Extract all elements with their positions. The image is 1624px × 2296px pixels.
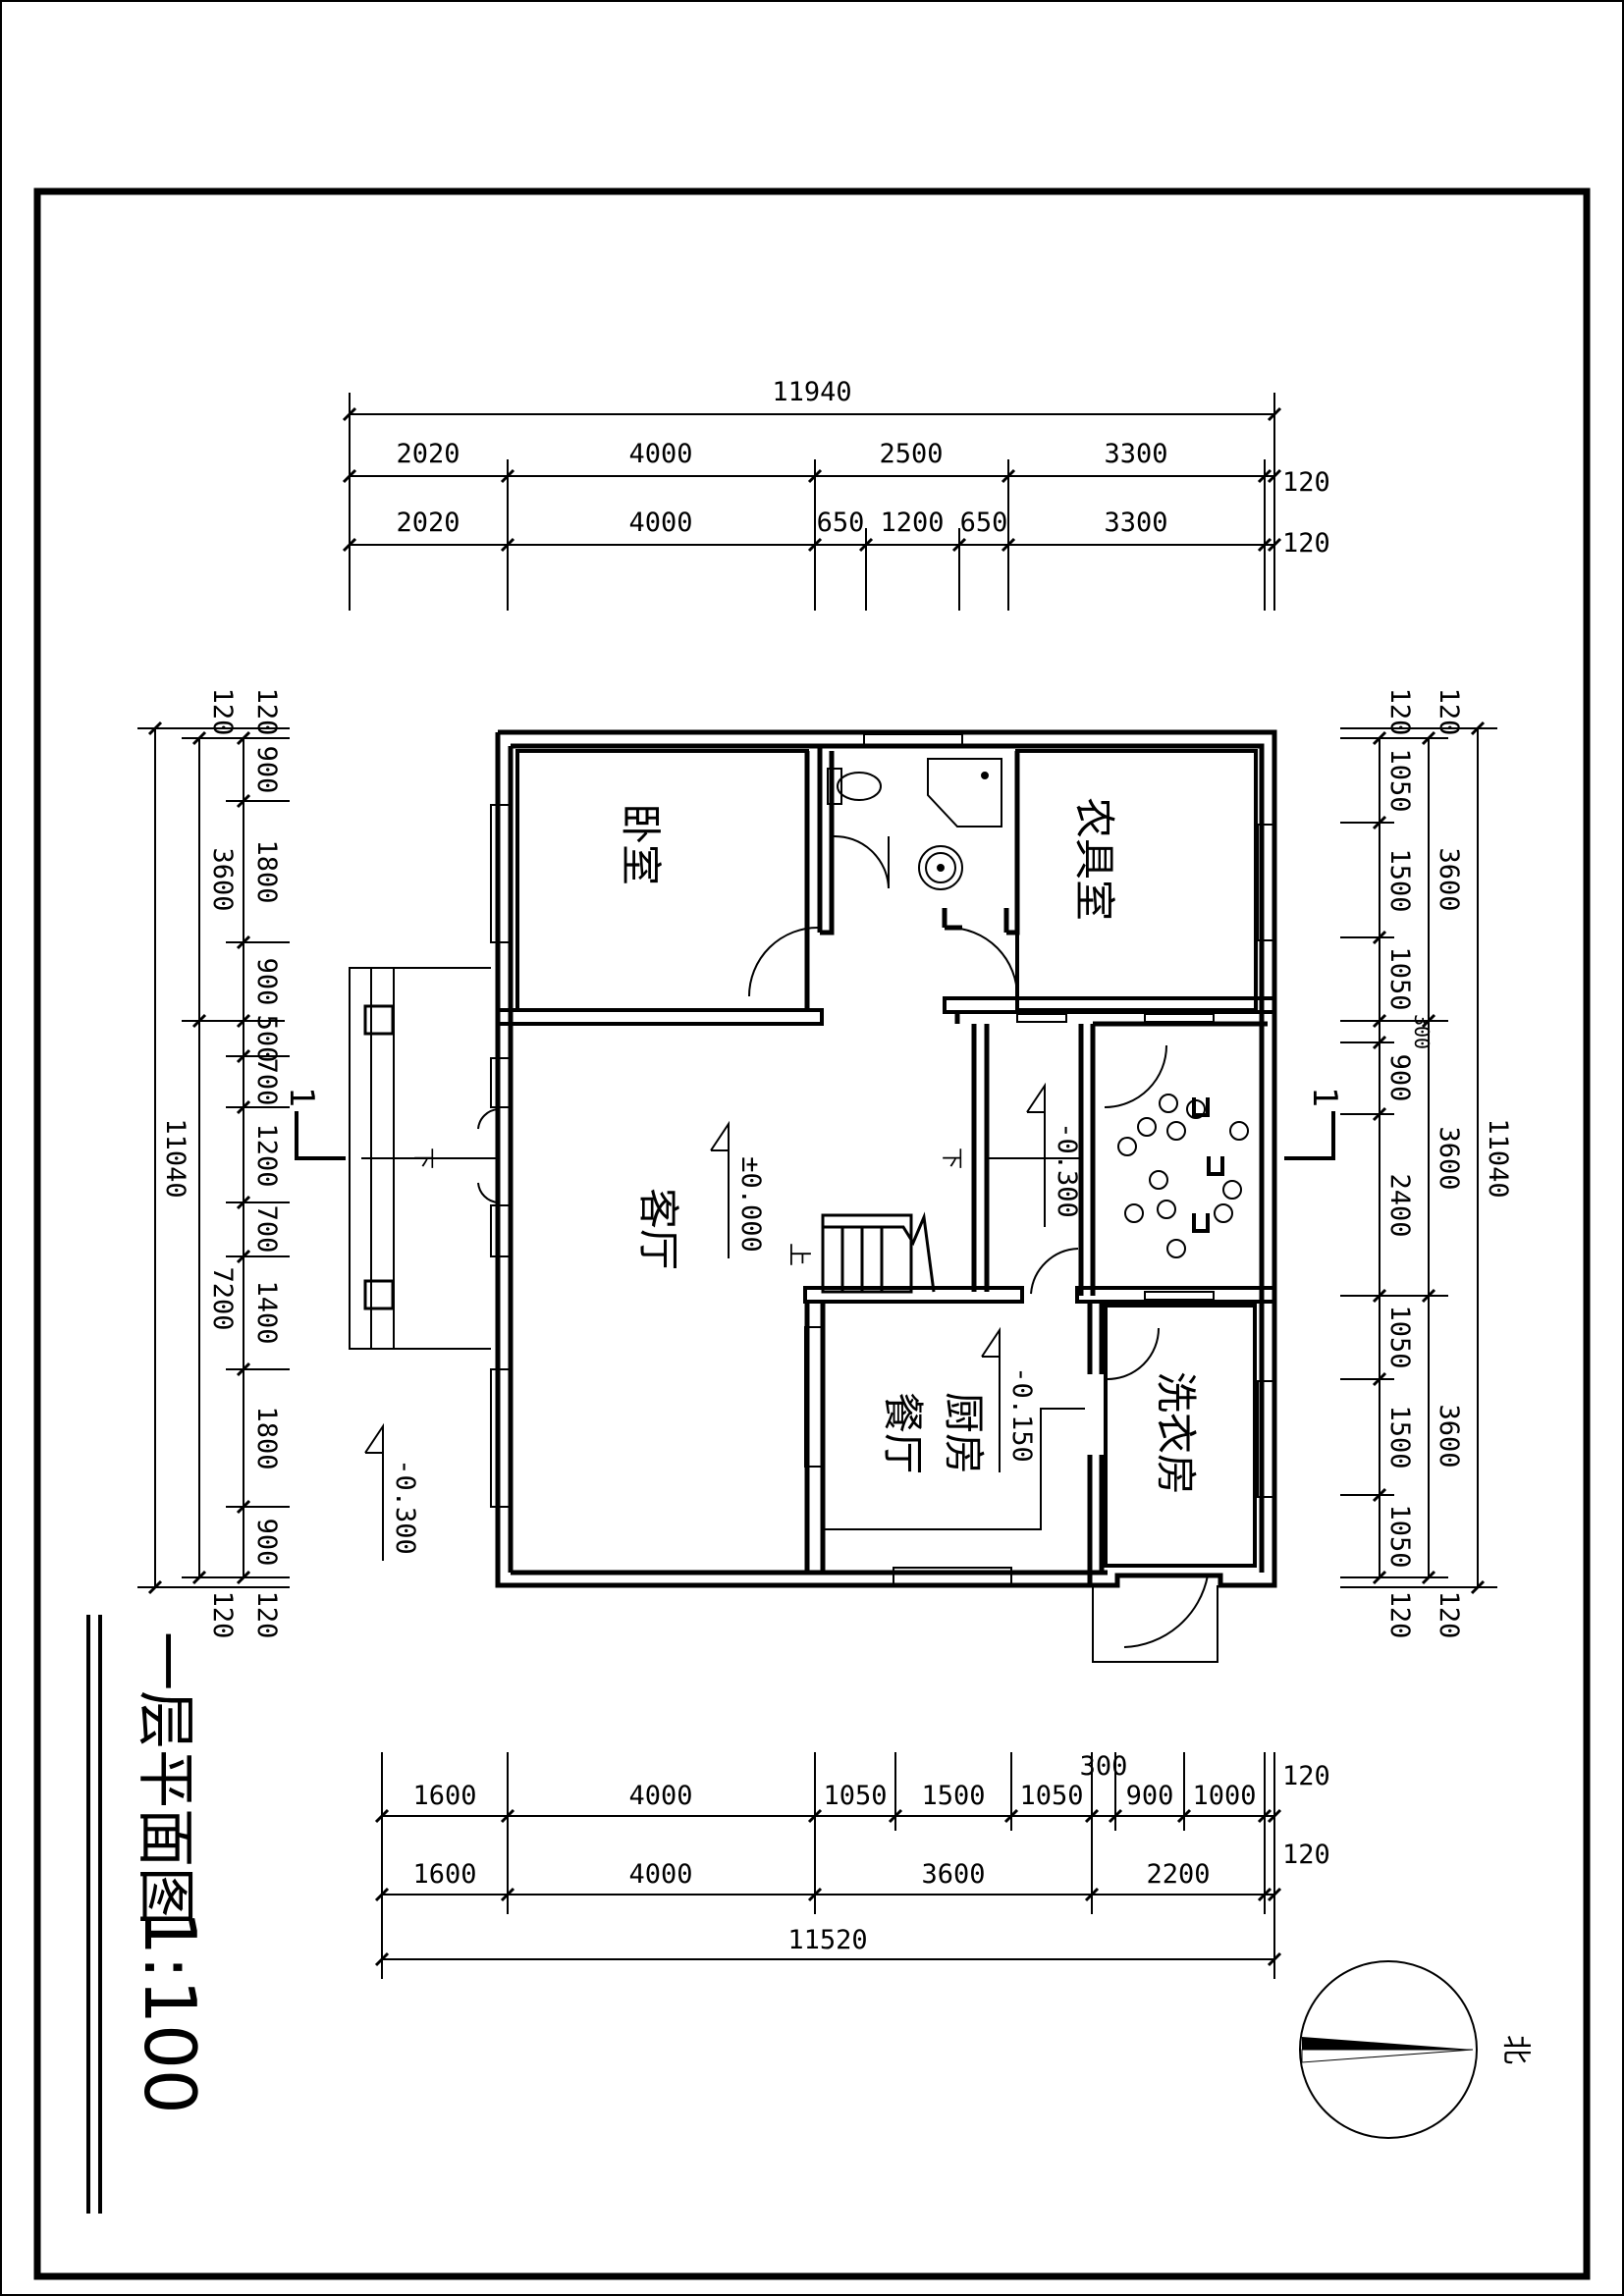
dim-left-inner-4: 500 — [251, 1015, 282, 1063]
dim-top-row2-1: 2020 — [396, 507, 460, 538]
dim-left-inner-3: 900 — [251, 958, 282, 1006]
dim-right-inner-1: 1050 — [1384, 748, 1415, 812]
level-garage: -0.300 — [1052, 1122, 1082, 1218]
sink-icon — [919, 846, 962, 889]
west-balcony — [350, 968, 1081, 1349]
dim-top-row2-2: 4000 — [628, 507, 692, 538]
dim-bottom-row2-3: 3600 — [921, 1859, 985, 1890]
dim-bottom-row2-2: 4000 — [628, 1859, 692, 1890]
dim-right-total: 11040 — [1483, 1118, 1513, 1198]
dim-top-row2-6: 3300 — [1104, 507, 1167, 538]
dim-bottom-row1-8: 1000 — [1192, 1781, 1256, 1811]
shower-icon — [927, 758, 1002, 828]
dim-right-edge-3: 120 — [1384, 1591, 1415, 1639]
section-cut-marks — [297, 1111, 1333, 1158]
dim-left-inner-10: 900 — [251, 1519, 282, 1567]
dim-top-row1-3: 2500 — [879, 439, 943, 469]
north-arrow-icon — [1300, 1961, 1477, 2138]
dim-bottom-total: 11520 — [787, 1925, 867, 1955]
level-outside: -0.300 — [390, 1459, 420, 1555]
drawing-border — [37, 191, 1587, 2276]
room-kitchen: 厨房 — [940, 1392, 988, 1474]
mushroom-icons — [1118, 1095, 1248, 1257]
dim-right-inner-3: 1050 — [1384, 946, 1415, 1010]
dim-bottom-row1-6: 300 — [1080, 1751, 1128, 1782]
dim-right-outer-2: 3600 — [1434, 1126, 1464, 1190]
dim-top-row1-2: 4000 — [628, 439, 692, 469]
dim-right-inner-7: 1050 — [1384, 1305, 1415, 1368]
level-markers — [365, 1086, 1045, 1561]
drawing-scale: 1:100 — [129, 1910, 211, 2114]
dim-left-inner-8: 1400 — [251, 1280, 282, 1344]
dim-bottom-edge-1: 120 — [1282, 1761, 1330, 1791]
dim-bottom-row1-1: 1600 — [412, 1781, 476, 1811]
room-living: 客厅 — [634, 1188, 682, 1270]
section-mark-left: 1 — [282, 1087, 321, 1108]
dim-top-row1-1: 2020 — [396, 439, 460, 469]
dim-top-total: 11940 — [772, 377, 851, 407]
section-mark-right: 1 — [1305, 1087, 1344, 1108]
title-underline — [88, 1615, 100, 2214]
level-living: ±0.000 — [735, 1156, 766, 1253]
dim-top-row2-4: 1200 — [880, 507, 944, 538]
dim-top-row2-3: 650 — [817, 507, 865, 538]
dim-bottom-row1-5: 1050 — [1019, 1781, 1083, 1811]
toilet-icon — [828, 769, 882, 804]
dim-left-outer-2: 7200 — [207, 1266, 238, 1330]
dim-top-edge-1: 120 — [1282, 467, 1330, 498]
dim-right-edge-2: 120 — [1434, 688, 1464, 736]
dim-left-inner-5: 700 — [251, 1058, 282, 1106]
dim-bottom-row1-7: 900 — [1126, 1781, 1174, 1811]
left-dimensions — [137, 722, 290, 1593]
dim-left-inner-2: 1800 — [251, 839, 282, 903]
walls — [478, 732, 1274, 1662]
dim-left-inner-7: 700 — [251, 1205, 282, 1254]
dim-left-outer-1: 3600 — [207, 847, 238, 911]
dim-left-edge-2: 120 — [251, 688, 282, 736]
dim-bottom-row2-4: 2200 — [1146, 1859, 1210, 1890]
dim-right-inner-9: 1050 — [1384, 1504, 1415, 1568]
balcony-door-mark: 下 — [410, 1148, 435, 1169]
north-label: 北 — [1498, 2035, 1533, 2064]
dim-left-inner-6: 1200 — [251, 1123, 282, 1187]
fan-icons — [1194, 1097, 1222, 1231]
dim-left-edge-4: 120 — [251, 1591, 282, 1639]
dim-right-inner-2: 1500 — [1384, 848, 1415, 912]
room-dining: 餐厅 — [879, 1392, 927, 1474]
bottom-dimensions — [376, 1752, 1280, 1979]
corridor-door-mark: 下 — [939, 1148, 963, 1169]
dim-bottom-edge-2: 120 — [1282, 1840, 1330, 1870]
room-laundry: 洗衣房 — [1152, 1371, 1200, 1495]
dim-bottom-row1-3: 1050 — [823, 1781, 887, 1811]
level-kitchen: -0.150 — [1006, 1366, 1037, 1463]
dim-left-total: 11040 — [160, 1118, 190, 1198]
dim-top-row1-4: 3300 — [1104, 439, 1167, 469]
dim-top-edge-2: 120 — [1282, 528, 1330, 559]
room-farm-tool: 农具室 — [1070, 797, 1118, 921]
top-dimensions — [344, 393, 1280, 611]
dim-right-inner-4: 300 — [1410, 1014, 1434, 1049]
dim-right-outer-1: 3600 — [1434, 847, 1464, 911]
dim-right-inner-8: 1500 — [1384, 1405, 1415, 1468]
dim-bottom-row1-2: 4000 — [628, 1781, 692, 1811]
dim-bottom-row1-4: 1500 — [921, 1781, 985, 1811]
dim-left-edge-3: 120 — [207, 1591, 238, 1639]
stair-direction-mark: 上 — [785, 1243, 813, 1266]
dim-right-inner-6: 2400 — [1384, 1173, 1415, 1237]
dim-top-row2-5: 650 — [960, 507, 1008, 538]
dim-right-outer-3: 3600 — [1434, 1404, 1464, 1468]
dim-left-inner-9: 1800 — [251, 1406, 282, 1469]
right-dimensions — [1340, 722, 1497, 1593]
dim-bottom-row2-1: 1600 — [412, 1859, 476, 1890]
dim-left-inner-1: 900 — [251, 746, 282, 794]
dim-right-edge-4: 120 — [1434, 1591, 1464, 1639]
dim-right-edge-1: 120 — [1384, 688, 1415, 736]
drawing-title: 一层平面图 — [131, 1631, 199, 1926]
dim-right-inner-5: 900 — [1384, 1054, 1415, 1102]
room-bedroom: 卧室 — [617, 803, 665, 885]
dim-left-edge-1: 120 — [207, 688, 238, 736]
